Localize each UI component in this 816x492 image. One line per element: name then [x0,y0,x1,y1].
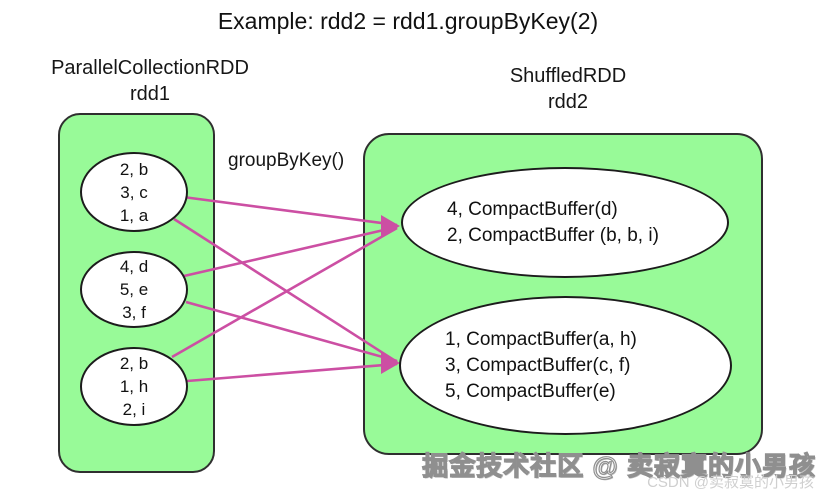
record: 3, f [122,303,146,322]
record: 2, b [119,159,149,179]
rdd2-type-label: ShuffledRDD [509,65,627,87]
record: 1, CompactBuffer(a, h) [445,328,637,350]
watermark-sub: CSDN @卖寂寞的小男孩 [647,474,814,491]
record: 5, CompactBuffer(e) [445,380,616,402]
record: 3, c [120,182,148,202]
rdd1-partition-2: 4, d 5, e 3, f [80,251,188,328]
rdd2-partition-1: 4, CompactBuffer(d) 2, CompactBuffer (b,… [401,167,729,278]
rdd1-type-label: ParallelCollectionRDD [51,57,249,79]
record: 3, CompactBuffer(c, f) [445,354,631,376]
record: 4, d [119,257,149,276]
rdd1-partition-1: 2, b 3, c 1, a [80,152,188,232]
watermark-main: 掘金技术社区 @ 卖寂寞的小男孩 [422,450,816,481]
record: 2, CompactBuffer (b, b, i) [447,224,659,246]
record: 2, b [119,354,149,373]
record: 2, i [122,400,146,419]
record: 1, h [119,377,149,396]
record: 5, e [119,280,149,299]
diagram-title: Example: rdd2 = rdd1.groupByKey(2) [217,8,599,34]
rdd2-partition-2: 1, CompactBuffer(a, h) 3, CompactBuffer(… [399,296,732,435]
record: 4, CompactBuffer(d) [447,198,618,220]
operation-label: groupByKey() [228,150,345,171]
record: 1, a [119,205,149,225]
rdd1-partition-3: 2, b 1, h 2, i [80,347,188,426]
rdd1-name-label: rdd1 [129,83,171,105]
rdd2-name-label: rdd2 [547,91,589,113]
